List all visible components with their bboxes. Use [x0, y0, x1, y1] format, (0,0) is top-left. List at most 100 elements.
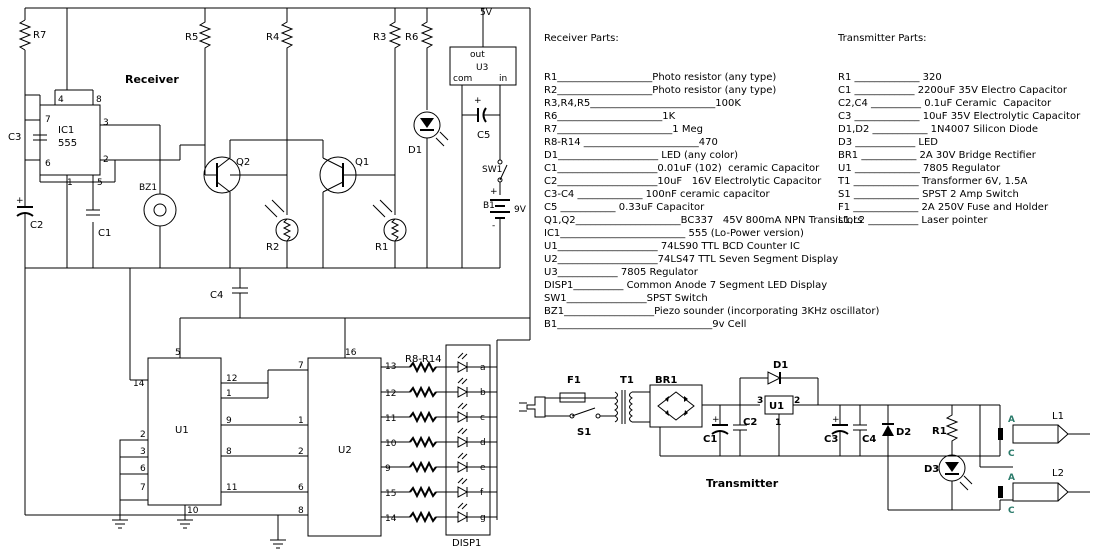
b1-plus: +	[490, 187, 498, 197]
fuse-f1	[559, 392, 586, 403]
label-tx-c4: C4	[862, 434, 876, 445]
buzzer-bz1	[143, 180, 177, 240]
u2-pin-10: 10	[385, 439, 397, 449]
receiver-part-item: R3,R4,R5_________________________100K	[544, 98, 741, 109]
ic1-pin-6: 6	[45, 159, 51, 169]
label-s1: S1	[577, 427, 591, 438]
receiver-part-item: IC1_________________________ 555 (Lo-Pow…	[544, 228, 804, 239]
segment-row	[381, 477, 497, 499]
tx-u1-name: U1	[769, 401, 784, 412]
label-d1: D1	[408, 145, 422, 156]
ic1-pin-3: 3	[103, 118, 109, 128]
label-r4: R4	[266, 32, 279, 43]
segment-row	[381, 452, 497, 474]
label-br1: BR1	[655, 375, 677, 386]
label-c2: C2	[30, 220, 43, 231]
receiver-part-item: Q1,Q2_____________________BC337 45V 800m…	[544, 215, 863, 226]
u1-pin-2: 2	[140, 430, 146, 440]
receiver-section: R7 IC1 555 4 8 7 3 6 2 1 5	[8, 7, 531, 549]
laser-pointer-l2	[998, 482, 1090, 502]
label-r8-r14: R8-R14	[405, 354, 442, 365]
label-disp1: DISP1	[452, 538, 481, 549]
u2-pin-8: 8	[298, 506, 304, 516]
resistor-r3	[388, 8, 402, 215]
u1-pin-11: 11	[226, 483, 237, 493]
segment-row	[381, 427, 497, 449]
transmitter-part-item: C1 ____________ 2200uF 35V Electro Capac…	[838, 85, 1068, 96]
resistor-segment	[409, 385, 437, 399]
label-r2: R2	[266, 242, 279, 253]
u3-name: U3	[476, 63, 488, 73]
receiver-part-item: U2____________________74LS47 TTL Seven S…	[544, 254, 839, 265]
u2-pin-14: 14	[385, 514, 397, 524]
ground-symbols	[112, 519, 286, 549]
label-q2: Q2	[236, 157, 250, 168]
tx-diode-d1	[767, 371, 782, 385]
resistor-r5	[198, 8, 212, 145]
receiver-part-item: SW1________________SPST Switch	[544, 293, 708, 304]
u1-pin-5: 5	[175, 348, 181, 358]
ic1-pin-1: 1	[67, 178, 73, 188]
resistor-r4	[280, 8, 294, 215]
transmitter-part-item: L1,L2 __________ Laser pointer	[838, 215, 988, 226]
battery-b1	[490, 199, 510, 233]
receiver-part-item: R8-R14 _______________________470	[544, 137, 718, 148]
u2-pin-6: 6	[298, 483, 304, 493]
label-sw1: SW1	[482, 165, 502, 175]
receiver-part-item: R2___________________Photo resistor (any…	[544, 85, 777, 96]
tx-u1-pin-2: 2	[794, 396, 800, 406]
receiver-part-item: C3-C4 _____________ 100nF ceramic capaci…	[544, 189, 770, 200]
u2-name: U2	[338, 445, 352, 456]
ic1-555: IC1 555 4 8 7 3 6 2 1 5	[39, 95, 109, 188]
ic1-name: IC1	[58, 125, 74, 136]
segment-g: g	[480, 513, 486, 523]
label-tx-c1: C1	[703, 434, 717, 445]
transmitter-part-item: U1 _____________ 7805 Regulator	[838, 163, 1001, 174]
u1-pin-10: 10	[187, 506, 199, 516]
tx-diode-d2	[882, 405, 894, 510]
switch-s1	[560, 407, 615, 419]
label-r7: R7	[33, 30, 46, 41]
label-c1: C1	[98, 228, 111, 239]
led-segment	[457, 386, 469, 398]
label-l1: L1	[1052, 411, 1064, 422]
u2-pin-15: 15	[385, 489, 396, 499]
capacitor-c2	[16, 195, 34, 230]
label-bz1: BZ1	[139, 183, 157, 193]
capacitor-c3	[33, 120, 47, 160]
label-tx-c3: C3	[824, 434, 838, 445]
label-tx-d3: D3	[924, 464, 939, 475]
led-segment	[457, 361, 469, 373]
segment-f: f	[480, 488, 484, 498]
l1-anode: A	[1008, 415, 1015, 425]
tx-c1-plus: +	[712, 415, 720, 425]
label-tx-d1: D1	[773, 360, 788, 371]
u2-pin-1: 1	[298, 416, 304, 426]
receiver-parts-title: Receiver Parts:	[544, 33, 619, 44]
u2-pin-2: 2	[298, 447, 304, 457]
resistor-bank	[381, 352, 497, 524]
resistor-r6	[420, 8, 434, 110]
tx-capacitor-c3	[831, 405, 849, 456]
u3-com: com	[453, 74, 472, 84]
ac-plug	[519, 396, 546, 418]
transistor-q2	[203, 140, 241, 268]
led-segment	[457, 436, 469, 448]
receiver-part-item: B1_______________________________9v Cell	[544, 319, 747, 330]
u3-out: out	[470, 50, 485, 60]
u3-in: in	[499, 74, 507, 84]
capacitor-c5	[462, 107, 500, 123]
u2-pin-7: 7	[298, 361, 304, 371]
segment-d: d	[480, 438, 486, 448]
label-f1: F1	[567, 375, 581, 386]
resistor-segment	[409, 435, 437, 449]
segment-row	[381, 402, 497, 424]
switch-sw1	[497, 159, 508, 195]
label-9v: 9V	[514, 205, 527, 215]
b1-minus: -	[492, 221, 495, 231]
receiver-part-item: DISP1__________ Common Anode 7 Segment L…	[544, 280, 828, 291]
u1-pin-7: 7	[140, 483, 146, 493]
transmitter-part-item: R1 _____________ 320	[838, 72, 942, 83]
resistor-segment	[409, 360, 437, 374]
